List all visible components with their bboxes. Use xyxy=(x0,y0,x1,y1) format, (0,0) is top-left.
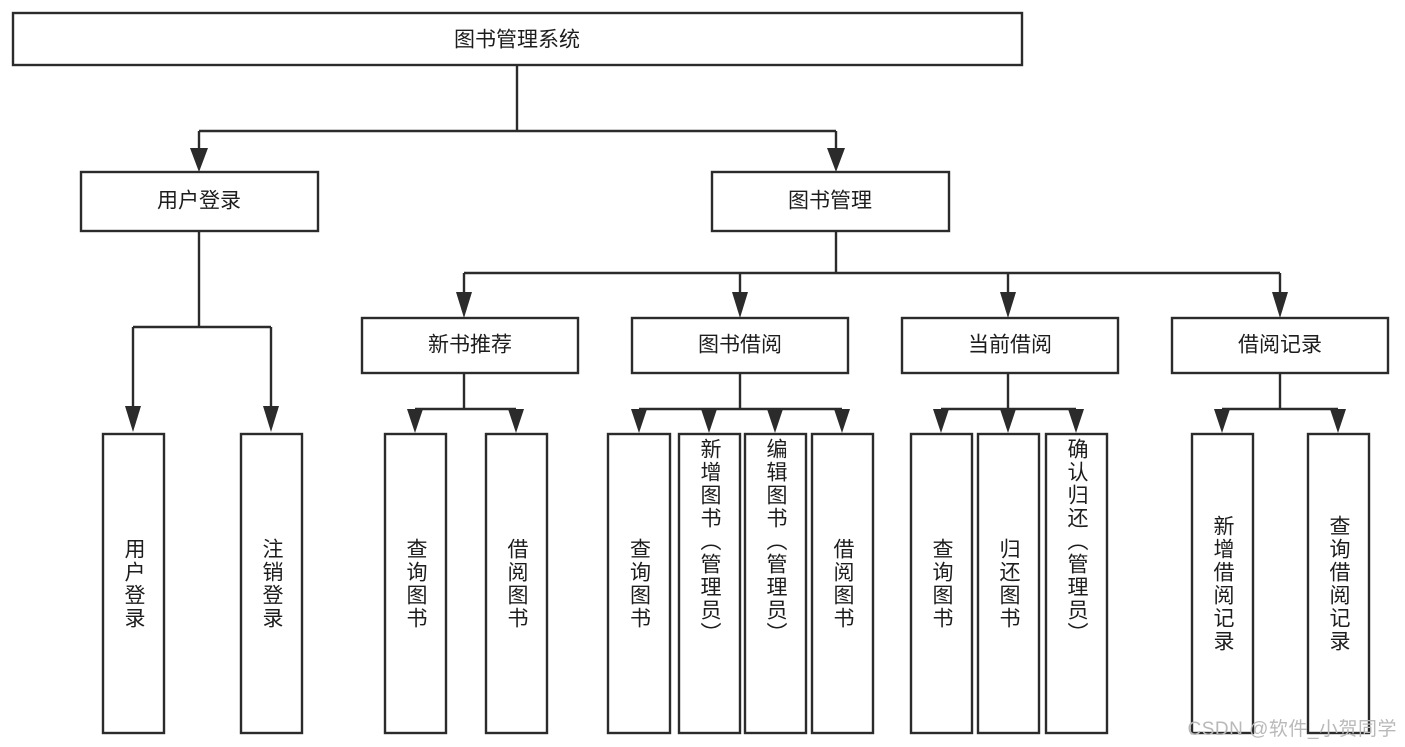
connector-root-to-level1 xyxy=(190,66,845,172)
node-leaf-edit-book-box[interactable] xyxy=(743,432,808,735)
arrow-head-current-borrow xyxy=(1000,292,1016,318)
arrow-head-leaf-borrow-book-1 xyxy=(508,409,524,433)
leaf-boxes-user-login-group xyxy=(101,432,304,735)
node-leaf-query-record-box[interactable] xyxy=(1306,432,1371,735)
node-borrow-record-label: 借阅记录 xyxy=(1238,334,1322,357)
leaf-boxes-book-borrow-group xyxy=(606,432,875,735)
node-book-borrow-label: 图书借阅 xyxy=(698,334,782,357)
node-book-manage[interactable]: 图书管理 xyxy=(710,170,951,233)
csdn-watermark: CSDN @软件_小贺同学 xyxy=(1187,719,1397,740)
node-borrow-record-box[interactable] xyxy=(1170,316,1390,375)
node-leaf-add-record-box[interactable] xyxy=(1190,432,1255,735)
node-root[interactable]: 图书管理系统 xyxy=(11,11,1024,67)
node-leaf-borrow-book-2-box[interactable] xyxy=(810,432,875,735)
node-user-login-label: 用户登录 xyxy=(157,190,241,213)
node-new-book-recommend-box[interactable] xyxy=(360,316,580,375)
node-leaf-user-login-box[interactable] xyxy=(101,432,166,735)
node-book-manage-label: 图书管理 xyxy=(788,190,872,213)
node-root-box[interactable] xyxy=(11,11,1024,67)
arrow-head-leaf-query-book-1 xyxy=(407,409,423,433)
connector-new-book-to-leaves xyxy=(407,373,524,433)
connector-user-login-to-leaves xyxy=(125,231,279,432)
connector-book-manage-to-level2 xyxy=(456,231,1288,318)
node-current-borrow[interactable]: 当前借阅 xyxy=(900,316,1120,375)
node-book-borrow[interactable]: 图书借阅 xyxy=(630,316,850,375)
arrow-head-new-book-recommend xyxy=(456,292,472,318)
node-new-book-recommend[interactable]: 新书推荐 xyxy=(360,316,580,375)
leaf-boxes-new-book-group xyxy=(383,432,549,735)
arrow-head-borrow-record xyxy=(1272,292,1288,318)
leaf-boxes-current-borrow-group xyxy=(909,432,1109,735)
arrow-head-user-login xyxy=(190,148,208,172)
arrow-head-leaf-query-book-2 xyxy=(631,409,647,433)
arrow-head-leaf-edit-book xyxy=(767,409,783,433)
arrow-head-leaf-return-book xyxy=(1000,409,1016,433)
arrow-head-leaf-user-login xyxy=(125,406,141,432)
arrow-head-leaf-borrow-book-2 xyxy=(834,409,850,433)
node-leaf-add-book-box[interactable] xyxy=(677,432,742,735)
node-leaf-logout-box[interactable] xyxy=(239,432,304,735)
connector-current-borrow-to-leaves xyxy=(933,373,1084,433)
node-new-book-recommend-label: 新书推荐 xyxy=(428,334,512,357)
connector-borrow-record-to-leaves xyxy=(1214,373,1346,433)
node-leaf-query-book-3-box[interactable] xyxy=(909,432,974,735)
arrow-head-leaf-query-book-3 xyxy=(933,409,949,433)
arrow-head-book-borrow xyxy=(732,292,748,318)
node-root-label: 图书管理系统 xyxy=(454,29,580,52)
leaf-boxes-borrow-record-group xyxy=(1190,432,1371,735)
node-leaf-borrow-book-1-box[interactable] xyxy=(484,432,549,735)
node-leaf-query-book-1-box[interactable] xyxy=(383,432,448,735)
node-borrow-record[interactable]: 借阅记录 xyxy=(1170,316,1390,375)
node-leaf-confirm-return-box[interactable] xyxy=(1044,432,1109,735)
arrow-head-leaf-logout xyxy=(263,406,279,432)
arrow-head-leaf-add-book xyxy=(701,409,717,433)
node-book-manage-box[interactable] xyxy=(710,170,951,233)
node-current-borrow-box[interactable] xyxy=(900,316,1120,375)
arrow-head-book-manage xyxy=(827,148,845,172)
node-leaf-return-book-box[interactable] xyxy=(976,432,1041,735)
arrow-head-leaf-add-record xyxy=(1214,409,1230,433)
node-user-login[interactable]: 用户登录 xyxy=(79,170,320,233)
arrow-head-leaf-query-record xyxy=(1330,409,1346,433)
node-leaf-query-book-2-box[interactable] xyxy=(606,432,672,735)
connector-book-borrow-to-leaves xyxy=(631,373,850,433)
node-user-login-box[interactable] xyxy=(79,170,320,233)
node-current-borrow-label: 当前借阅 xyxy=(968,334,1052,357)
arrow-head-leaf-confirm-return xyxy=(1068,409,1084,433)
node-book-borrow-box[interactable] xyxy=(630,316,850,375)
